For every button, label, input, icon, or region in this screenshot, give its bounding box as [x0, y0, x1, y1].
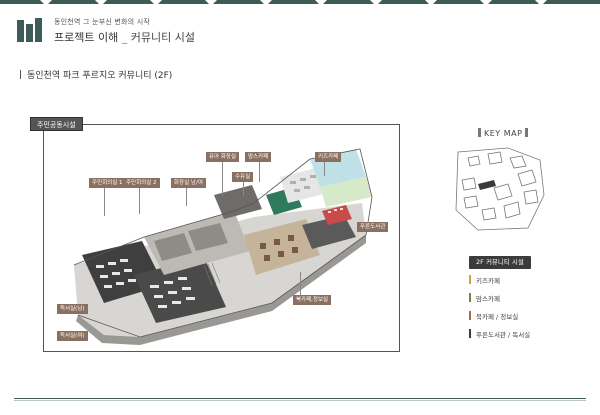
- callout-kids-cafe: 키즈카페: [315, 152, 342, 162]
- legend-swatch-library: [469, 329, 471, 338]
- leader-kids-cafe: [324, 162, 325, 176]
- leader-room2: [139, 188, 140, 214]
- top-decoration: [0, 0, 600, 8]
- keymap-title-text: KEY MAP: [484, 129, 523, 138]
- legend-label-kids-cafe: 키즈카페: [476, 277, 500, 285]
- keymap-title: KEY MAP: [475, 128, 531, 138]
- section-heading-bar: [20, 70, 21, 79]
- legend-item-library: 푸른도서관 / 독서실: [469, 329, 530, 339]
- page-title-section: 커뮤니티 시설: [130, 31, 195, 44]
- page-title-main: 프로젝트 이해: [54, 31, 119, 44]
- page-title: 프로젝트 이해 _ 커뮤니티 시설: [54, 29, 195, 45]
- leader-nursing: [243, 182, 244, 196]
- callout-restroom: 화장실 남/여: [171, 178, 206, 188]
- leader-book-cafe: [300, 272, 301, 295]
- callout-book-cafe: 북카페,정보실: [293, 295, 332, 305]
- legend-swatch-kids-cafe: [469, 275, 471, 284]
- legend-label-library: 푸른도서관 / 독서실: [476, 331, 531, 339]
- header-subtitle: 동인천역 그 눈부신 변화의 시작: [54, 18, 151, 26]
- plan-badge: 주민공동시설: [30, 117, 83, 131]
- leader-moms-cafe: [259, 162, 260, 182]
- section-heading: 동인천역 파크 푸르지오 커뮤니티 (2F): [20, 68, 172, 81]
- legend-label-book-cafe: 북카페 / 정보실: [476, 313, 519, 321]
- section-heading-text: 동인천역 파크 푸르지오 커뮤니티 (2F): [27, 71, 173, 81]
- callout-room1: 주민회의실 1: [89, 178, 126, 188]
- callout-study-lower: 독서실(여): [57, 331, 88, 341]
- callout-kids-restroom: 유아 화장실: [206, 152, 240, 162]
- legend-item-kids-cafe: 키즈카페: [469, 275, 500, 285]
- leader-room1: [104, 188, 105, 216]
- callout-room2: 주민회의실 2: [123, 178, 160, 188]
- legend-label-moms-cafe: 맘스카페: [476, 295, 500, 303]
- callout-nursing: 수유실: [232, 172, 254, 182]
- legend-swatch-book-cafe: [469, 311, 471, 320]
- callout-moms-cafe: 맘스카페: [245, 152, 272, 162]
- keymap-title-right-bar: [525, 128, 529, 137]
- leader-kids-restroom: [222, 162, 223, 196]
- leader-restroom: [186, 188, 187, 206]
- legend-item-moms-cafe: 맘스카페: [469, 293, 500, 303]
- floor-plan-frame: [43, 124, 400, 352]
- page-title-separator: _: [121, 31, 128, 44]
- footer-rule-light: [14, 400, 586, 401]
- floor-plan-render: [73, 148, 373, 345]
- legend-item-book-cafe: 북카페 / 정보실: [469, 311, 518, 321]
- brand-logo-icon: [17, 18, 42, 42]
- keymap-map: [455, 147, 545, 231]
- keymap-title-left-bar: [478, 128, 481, 137]
- callout-study-upper: 독서실(남): [57, 304, 88, 314]
- callout-library: 푸른도서관: [357, 222, 389, 232]
- legend-header: 2F 커뮤니티 시설: [469, 256, 531, 269]
- legend-swatch-moms-cafe: [469, 293, 471, 302]
- footer-rule: [14, 398, 586, 399]
